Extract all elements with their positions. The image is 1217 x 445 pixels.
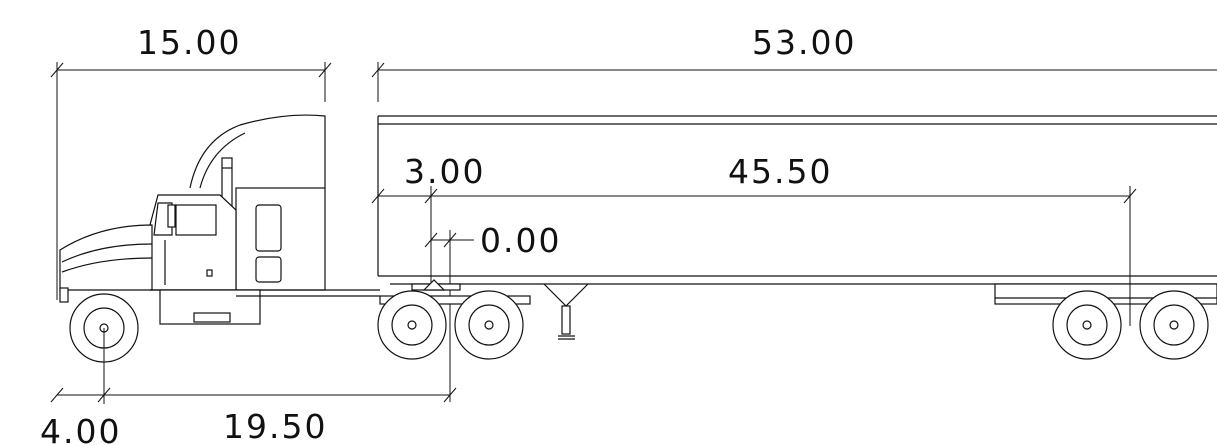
dim-kingpin-axle: 3.00 45.50	[371, 152, 1137, 326]
dim-trailer-length-label: 53.00	[752, 23, 856, 62]
dim-kingpin-to-axle-label: 45.50	[728, 152, 832, 191]
drive-wheel-2	[454, 290, 524, 360]
dim-tractor-length-label: 15.00	[137, 23, 241, 62]
dim-fifth-wheel: 0.00	[424, 221, 561, 402]
dim-bottom: 4.00 19.50	[40, 328, 457, 445]
dim-wheelbase-label: 19.50	[223, 407, 327, 445]
dim-front-overhang-label: 4.00	[40, 412, 121, 445]
drive-wheel-1	[377, 290, 447, 360]
tractor	[59, 114, 531, 325]
dim-fifth-wheel-label: 0.00	[480, 221, 561, 260]
dim-kingpin-setback-label: 3.00	[404, 152, 485, 191]
trailer-wheel-1	[1052, 290, 1122, 360]
trailer-wheel-2	[1139, 290, 1209, 360]
dim-trailer-length: 53.00	[371, 23, 1217, 102]
dim-tractor-length: 15.00	[50, 23, 332, 300]
